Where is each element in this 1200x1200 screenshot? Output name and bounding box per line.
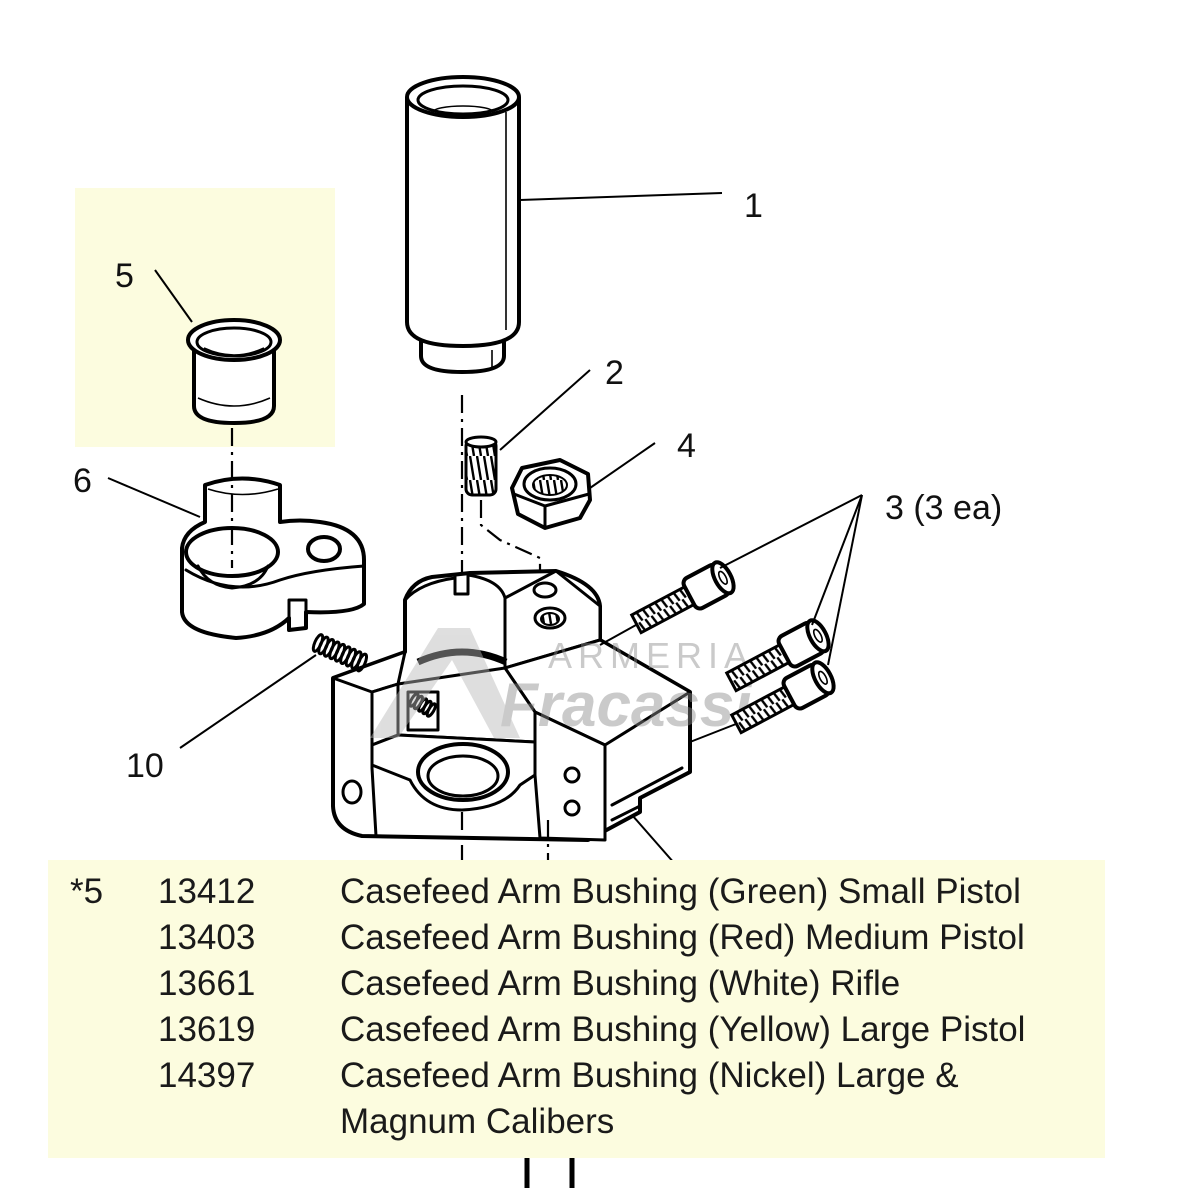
callout-6: 6 [73,462,92,500]
part-4-hex-nut [510,458,592,530]
callout-1: 1 [744,187,763,225]
part-description: Casefeed Arm Bushing (Nickel) Large & Ma… [340,1056,959,1141]
front-hole-upper [563,766,581,784]
leader-line-3a [719,494,863,569]
watermark: ARMERIA Fracassi [370,628,754,740]
leader-line-2 [499,369,591,451]
part-1-sleeve [405,75,521,374]
part-description: Casefeed Arm Bushing (Red) Medium Pistol [340,918,1025,957]
leader-line-6 [107,477,201,518]
leader-line-3b [811,494,863,626]
part-10-spring [311,633,369,673]
part-3-cap-screw [724,618,831,693]
leader-line-4 [589,442,656,489]
part-number: 13619 [158,1010,256,1049]
watermark-line-2: Fracassi [500,671,753,740]
callout-2: 2 [605,354,624,392]
parts-list-row: 13403 Casefeed Arm Bushing (Red) Medium … [70,915,1105,961]
item-number: *5 [70,872,104,911]
callout-4: 4 [677,427,696,465]
part-number: 13412 [158,872,256,911]
part-3-cap-screw [729,660,836,735]
parts-list-row: 14397 Casefeed Arm Bushing (Nickel) Larg… [70,1053,1105,1145]
callout-5: 5 [115,257,134,295]
callout-3: 3 (3 ea) [885,489,1002,527]
parts-list-row: *5 13412 Casefeed Arm Bushing (Green) Sm… [70,869,1105,915]
parts-list-row: 13661 Casefeed Arm Bushing (White) Rifle [70,961,1105,1007]
part-number: 13403 [158,918,256,957]
watermark-line-1: ARMERIA [548,635,754,676]
leader-line-5 [154,269,193,323]
leader-line-10 [179,654,317,749]
part-description: Casefeed Arm Bushing (Green) Small Pisto… [340,872,1021,911]
parts-list-box: *5 13412 Casefeed Arm Bushing (Green) Sm… [48,860,1105,1158]
part-description: Casefeed Arm Bushing (Yellow) Large Pist… [340,1010,1026,1049]
die-bore-hole [416,742,510,802]
part-description: Casefeed Arm Bushing (White) Rifle [340,964,901,1003]
main-body-block [331,569,692,842]
screw-axis-line [689,723,737,743]
parts-list-row: 13619 Casefeed Arm Bushing (Yellow) Larg… [70,1007,1105,1053]
part-2-set-screw [464,435,498,497]
arm-pivot-hole [306,535,342,563]
left-pillar-hole [341,779,363,805]
callout-10: 10 [126,747,164,785]
leader-line-3c [827,494,863,666]
front-hole-lower [563,799,581,817]
leader-line-1 [519,192,723,201]
part-number: 14397 [158,1056,256,1095]
part-5-bushing [186,318,282,425]
part-number: 13661 [158,964,256,1003]
top-hole-small [532,581,558,599]
part-6-casefeed-arm [180,476,366,640]
part-3-cap-screw [629,560,736,635]
screw-axis-line [599,624,637,646]
watermark-logo-mark [370,628,520,738]
